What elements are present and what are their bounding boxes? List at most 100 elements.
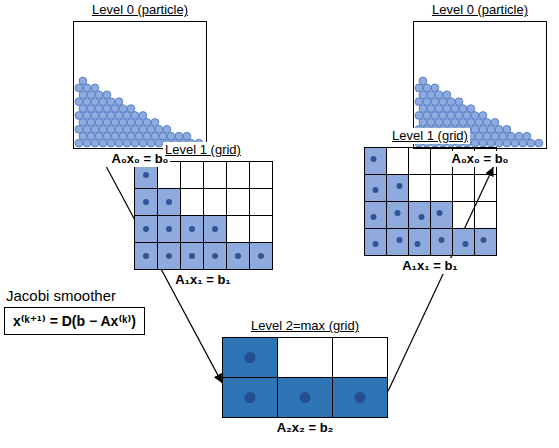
level-title: Level 1 (grid) [163, 142, 243, 158]
particle [139, 125, 147, 133]
equation: A₂x₂ = b₂ [275, 420, 336, 436]
particle [139, 112, 147, 120]
grid-cell [249, 162, 272, 189]
grid-particle [143, 199, 149, 205]
particle [479, 125, 487, 133]
particle [479, 112, 487, 120]
grid-cell [364, 148, 386, 175]
particle [111, 132, 119, 140]
particle [99, 139, 107, 147]
grid-particle [143, 226, 149, 232]
grid-cell [203, 216, 226, 243]
particle [83, 125, 91, 133]
grid-particle [245, 352, 256, 363]
particle [119, 132, 127, 140]
particle [111, 105, 119, 113]
particle [167, 132, 175, 140]
level-title: Level 1 (grid) [390, 128, 470, 144]
grid-cell [430, 148, 452, 175]
particle [123, 139, 131, 147]
particle [475, 132, 483, 140]
particle [127, 119, 135, 127]
particle [91, 125, 99, 133]
particle-box [74, 22, 207, 149]
particle [75, 98, 83, 106]
particle [87, 119, 95, 127]
particle [103, 119, 111, 127]
particle [515, 132, 523, 140]
particle [451, 105, 459, 113]
grid-cell [430, 229, 452, 256]
particle [439, 112, 447, 120]
level-panel: Level 2=max (grid) A₂x₂ = b₂ [222, 318, 388, 436]
grid-particle [300, 392, 311, 403]
particle [175, 132, 183, 140]
particle [527, 139, 535, 147]
particle [79, 105, 87, 113]
particle [99, 125, 107, 133]
particle [431, 84, 439, 92]
grid-cell [386, 148, 408, 175]
formula-box: x⁽ᵏ⁺¹⁾ = D(b − Ax⁽ᵏ⁾) [4, 307, 145, 335]
particle [99, 112, 107, 120]
level-figure [73, 21, 207, 149]
particle [83, 112, 91, 120]
particle [155, 125, 163, 133]
particle [183, 132, 191, 140]
grid-cell [180, 189, 203, 216]
grid-particle [414, 241, 420, 247]
particle [99, 98, 107, 106]
particle [147, 139, 155, 147]
particle [103, 105, 111, 113]
particle [427, 105, 435, 113]
particle [123, 112, 131, 120]
grid-cell [226, 189, 249, 216]
particle [483, 119, 491, 127]
grid-cell [134, 216, 157, 243]
grid-particle [372, 187, 378, 193]
grid-particle [212, 253, 218, 259]
grid-particle [436, 210, 442, 216]
grid-cell [157, 189, 180, 216]
equation: A₁x₁ = b₁ [173, 272, 233, 288]
grid-cell [180, 243, 203, 270]
level-title: Level 2=max (grid) [249, 318, 361, 334]
grid-particle [258, 253, 264, 259]
grid-cell [249, 243, 272, 270]
grid-cell [452, 229, 474, 256]
particle [499, 132, 507, 140]
grid-cell [364, 229, 386, 256]
particle [467, 119, 475, 127]
particle [511, 139, 519, 147]
grid-cell [452, 148, 474, 175]
grid-particle [355, 392, 366, 403]
grid-cell [223, 338, 278, 378]
grid-cell [364, 202, 386, 229]
particle [87, 132, 95, 140]
grid-cell [408, 202, 430, 229]
particle [495, 139, 503, 147]
particle [131, 139, 139, 147]
grid-cell [226, 243, 249, 270]
grid-cell [134, 189, 157, 216]
grid-cell [203, 243, 226, 270]
particle [83, 84, 91, 92]
particle [427, 119, 435, 127]
level-title: Level 0 (particle) [430, 2, 530, 18]
grid-particle [166, 253, 172, 259]
grid-cell [180, 162, 203, 189]
grid-cell [408, 175, 430, 202]
smoother-box: Jacobi smoother x⁽ᵏ⁺¹⁾ = D(b − Ax⁽ᵏ⁾) [4, 288, 145, 335]
smoother-title: Jacobi smoother [4, 288, 118, 304]
grid-particle [394, 210, 400, 216]
grid-cell [333, 378, 388, 418]
particle [95, 91, 103, 99]
particle [447, 98, 455, 106]
particle [443, 91, 451, 99]
grid-cell [386, 229, 408, 256]
particle [435, 105, 443, 113]
grid-particle [143, 253, 149, 259]
particle [483, 132, 491, 140]
particle [115, 98, 123, 106]
grid-cell [452, 175, 474, 202]
